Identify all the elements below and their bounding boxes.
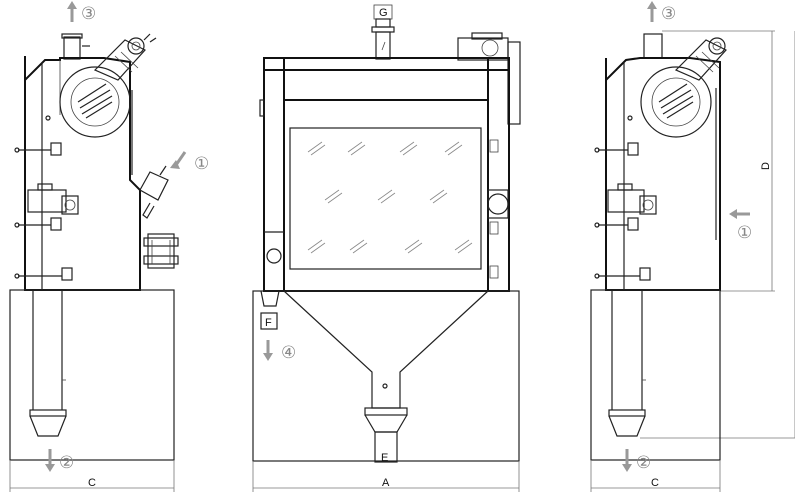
label-g: G bbox=[379, 7, 388, 19]
inlet-arrow-left: ① bbox=[170, 151, 209, 174]
flow-label-1-left: ① bbox=[194, 154, 209, 174]
dimension-c-right: C bbox=[651, 477, 659, 489]
outlet-arrow-left: ② bbox=[45, 449, 74, 473]
label-f: F bbox=[265, 317, 272, 329]
side-view-left: ③ bbox=[9, 1, 209, 492]
flow-label-2-right: ② bbox=[636, 453, 651, 473]
front-view: G bbox=[252, 4, 521, 492]
flow-label-1-right: ① bbox=[737, 223, 752, 243]
inlet-arrow-right: ① bbox=[729, 209, 752, 243]
flow-label-2-left: ② bbox=[59, 453, 74, 473]
dimension-a: A bbox=[382, 477, 390, 489]
flow-label-3-left: ③ bbox=[81, 4, 96, 24]
fan-blades-left bbox=[77, 83, 113, 119]
discharge-arrow: ④ bbox=[263, 340, 296, 363]
flow-label-3-right: ③ bbox=[661, 4, 676, 24]
label-e: E bbox=[381, 452, 388, 464]
exhaust-arrow-left: ③ bbox=[67, 1, 96, 24]
glass-reflections bbox=[307, 141, 473, 254]
exhaust-arrow-right: ③ bbox=[647, 1, 676, 24]
fan-blades-right bbox=[658, 83, 694, 119]
dimension-d: D bbox=[760, 162, 772, 170]
dimension-c-left: C bbox=[88, 477, 96, 489]
outlet-arrow-right: ② bbox=[622, 449, 651, 473]
flow-label-4: ④ bbox=[281, 343, 296, 363]
side-view-right: ③ D bbox=[590, 1, 795, 492]
